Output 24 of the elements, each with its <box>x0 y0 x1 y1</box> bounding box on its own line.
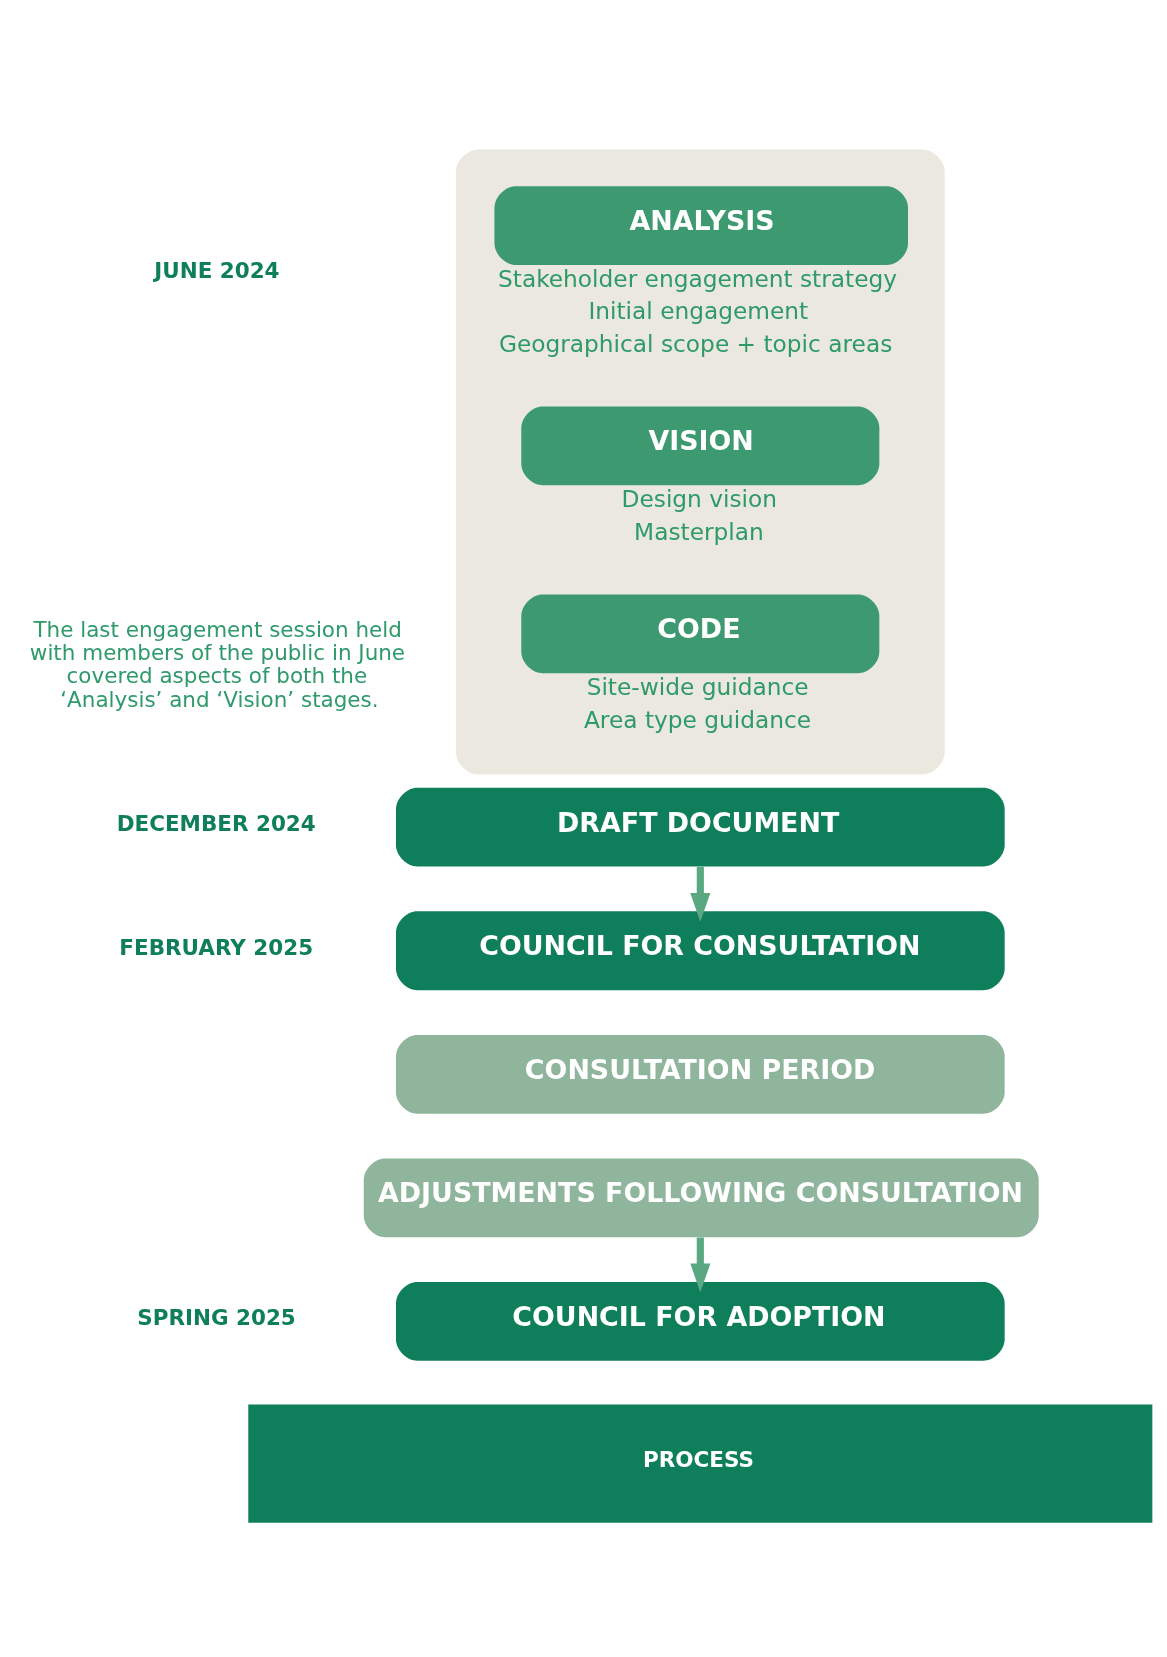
label: PROCESS <box>643 1446 754 1472</box>
node-box: ADJUSTMENTS FOLLOWING CONSULTATION <box>363 1157 1039 1237</box>
node-box: COUNCIL FOR ADOPTION <box>395 1281 1005 1361</box>
cluster <box>455 149 945 774</box>
node-box: VISION <box>521 406 880 485</box>
node-box: DRAFT DOCUMENT <box>395 787 1005 867</box>
node-label: Geographical scope + topic areas <box>498 329 893 357</box>
node-label: Initial engagement <box>588 296 809 324</box>
label: JUNE 2024 <box>154 257 280 283</box>
arrow <box>690 866 711 922</box>
label: SPRING 2025 <box>137 1304 296 1330</box>
node-label: Design vision <box>621 484 778 512</box>
node-label: Site-wide guidance <box>586 672 809 700</box>
node-box: CODE <box>521 593 880 673</box>
label: FEBRUARY 2025 <box>119 934 314 959</box>
node-box: ANALYSIS <box>494 185 908 265</box>
label: The last engagement session held with members of the public in June covered aspects of both the ‘Analysis’ and ‘Vision’ stages. <box>29 616 406 712</box>
node-label: Stakeholder engagement strategy <box>498 264 898 292</box>
node-box: COUNCIL FOR CONSULTATION <box>395 910 1005 990</box>
node-label: Area type guidance <box>583 705 812 733</box>
node-label: Masterplan <box>634 517 764 545</box>
label: DECEMBER 2024 <box>116 810 316 836</box>
node-box: CONSULTATION PERIOD <box>395 1034 1005 1114</box>
arrow <box>690 1237 711 1292</box>
